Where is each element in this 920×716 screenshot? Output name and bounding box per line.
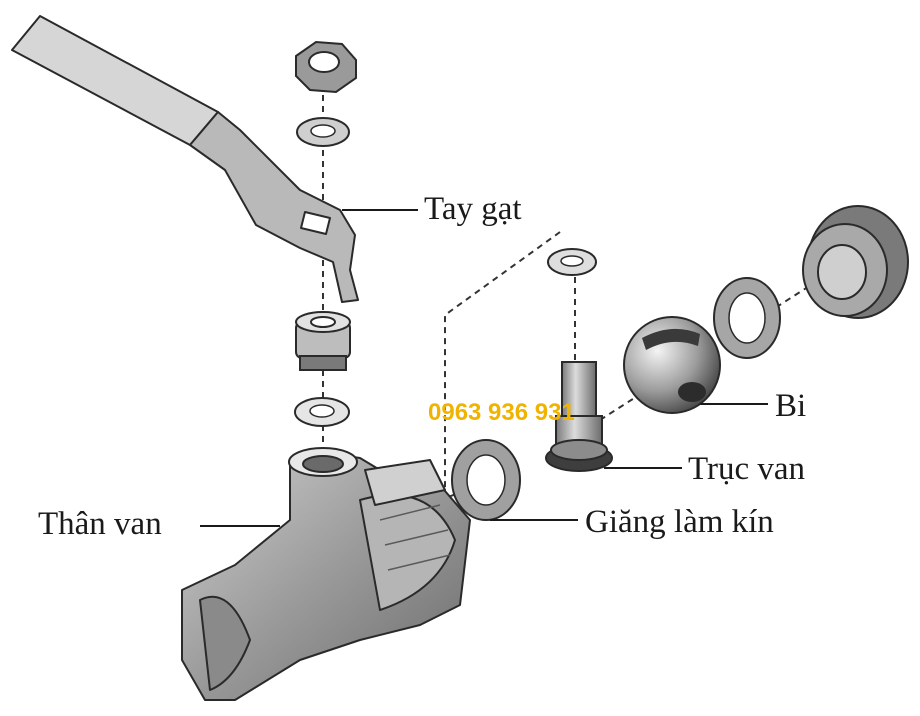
label-handle: Tay gạt — [424, 191, 522, 227]
gland-washer-hole — [309, 404, 335, 418]
leader-lines — [200, 209, 768, 527]
packing-gland — [295, 311, 351, 371]
ball — [623, 316, 721, 414]
valve-body — [181, 447, 471, 701]
stem-washer-hole — [560, 255, 584, 267]
end-cap — [802, 205, 909, 319]
phone-watermark: 0963 936 931 — [428, 399, 575, 426]
label-seal: Giăng làm kín — [585, 504, 774, 540]
label-ball: Bi — [775, 388, 807, 424]
hex-nut — [295, 40, 357, 94]
body-seal-hole — [466, 454, 506, 506]
seat-ring-hole — [728, 292, 766, 344]
valve-stem — [545, 361, 613, 472]
label-body: Thân van — [38, 506, 162, 542]
label-stem: Trục van — [688, 451, 806, 487]
handle-lever — [11, 15, 359, 303]
top-washer-hole — [310, 124, 336, 138]
